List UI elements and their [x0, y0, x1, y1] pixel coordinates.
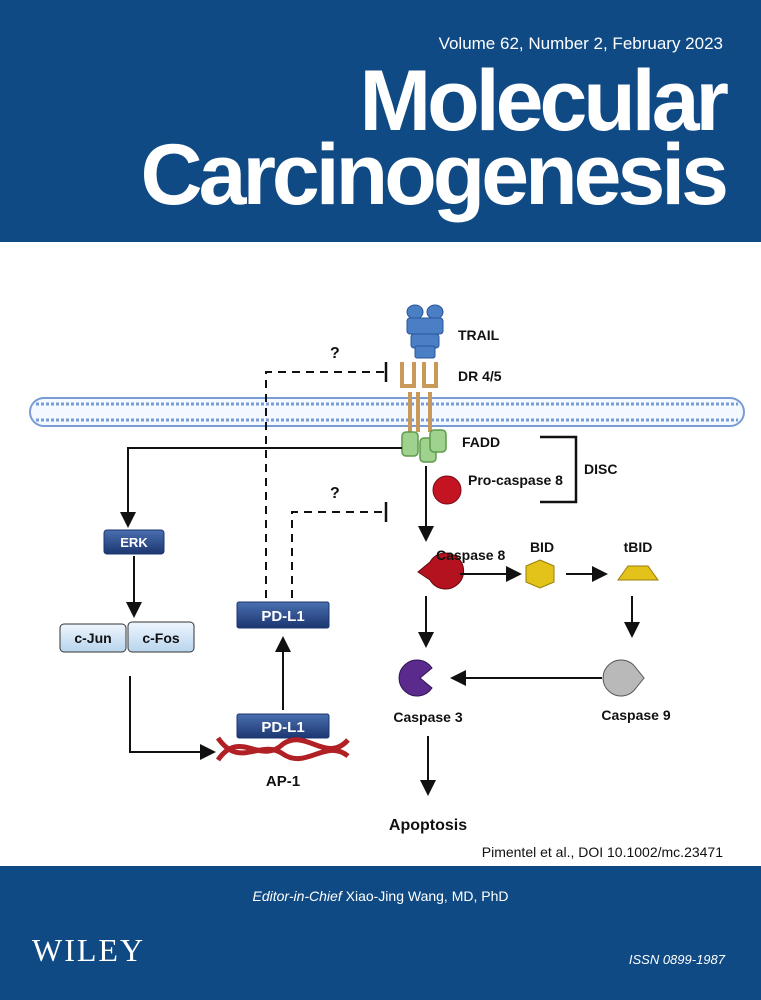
question-mark-upper: ? [330, 345, 340, 362]
inhibition-line-upper [265, 371, 384, 612]
erk-box [103, 529, 165, 555]
editor-label: Editor-in-Chief [252, 888, 342, 904]
cover-footer: Editor-in-Chief Xiao-Jing Wang, MD, PhD … [0, 866, 761, 1000]
arrow-ap1-gene [129, 676, 216, 760]
pdl1-protein-label: PD-L1 [261, 608, 304, 625]
cell-membrane [29, 397, 745, 427]
caspase3-label: Caspase 3 [393, 709, 462, 725]
journal-title-line1: Molecular [359, 53, 729, 149]
caspase9-icon [602, 659, 645, 697]
cjun-box [59, 623, 127, 653]
bid-label: BID [530, 539, 554, 555]
procaspase8-label: Pro-caspase 8 [468, 472, 563, 488]
cover-header: Volume 62, Number 2, February 2023 Molec… [0, 0, 761, 242]
fadd-icon [401, 429, 447, 463]
dr-label: DR 4/5 [458, 368, 502, 384]
cfos-label: c-Fos [142, 630, 180, 646]
question-mark-lower: ? [330, 485, 340, 502]
journal-title-line2: Carcinogenesis [140, 127, 729, 223]
publisher-logo: WILEY [32, 932, 146, 968]
pdl1-gene-box [236, 713, 330, 739]
trail-ligand-icon [406, 304, 444, 359]
tbid-label: tBID [624, 539, 653, 555]
figure-citation: Pimentel et al., DOI 10.1002/mc.23471 [481, 844, 723, 860]
trail-label: TRAIL [458, 327, 500, 343]
cjun-label: c-Jun [74, 630, 111, 646]
editor-name: Xiao-Jing Wang, MD, PhD [345, 888, 509, 904]
issn-number: ISSN 0899-1987 [628, 952, 725, 967]
pathway-figure: TRAIL DR 4/5 FADD Pro-caspase 8 DISC ? ?… [29, 304, 745, 834]
procaspase8-icon [432, 475, 462, 505]
disc-bracket [540, 435, 578, 504]
caspase3-icon [398, 659, 433, 697]
erk-label: ERK [120, 535, 148, 550]
editor-line: Editor-in-Chief Xiao-Jing Wang, MD, PhD [0, 888, 761, 904]
apoptosis-label: Apoptosis [389, 817, 467, 834]
fadd-label: FADD [462, 434, 500, 450]
caspase8-label: Caspase 8 [436, 547, 505, 563]
arrow-fadd-erk [120, 447, 402, 528]
bid-icon [525, 559, 555, 589]
ap1-label: AP-1 [266, 773, 300, 790]
disc-label: DISC [584, 461, 617, 477]
pdl1-gene-label: PD-L1 [261, 719, 304, 736]
death-receptor-icon [400, 362, 438, 432]
dna-helix-icon [215, 736, 350, 762]
tbid-icon [617, 565, 659, 581]
inhibition-line-lower [291, 511, 384, 612]
cfos-box [127, 621, 195, 653]
pdl1-protein-box [236, 601, 330, 629]
volume-line: Volume 62, Number 2, February 2023 [438, 34, 723, 53]
caspase9-label: Caspase 9 [601, 707, 670, 723]
